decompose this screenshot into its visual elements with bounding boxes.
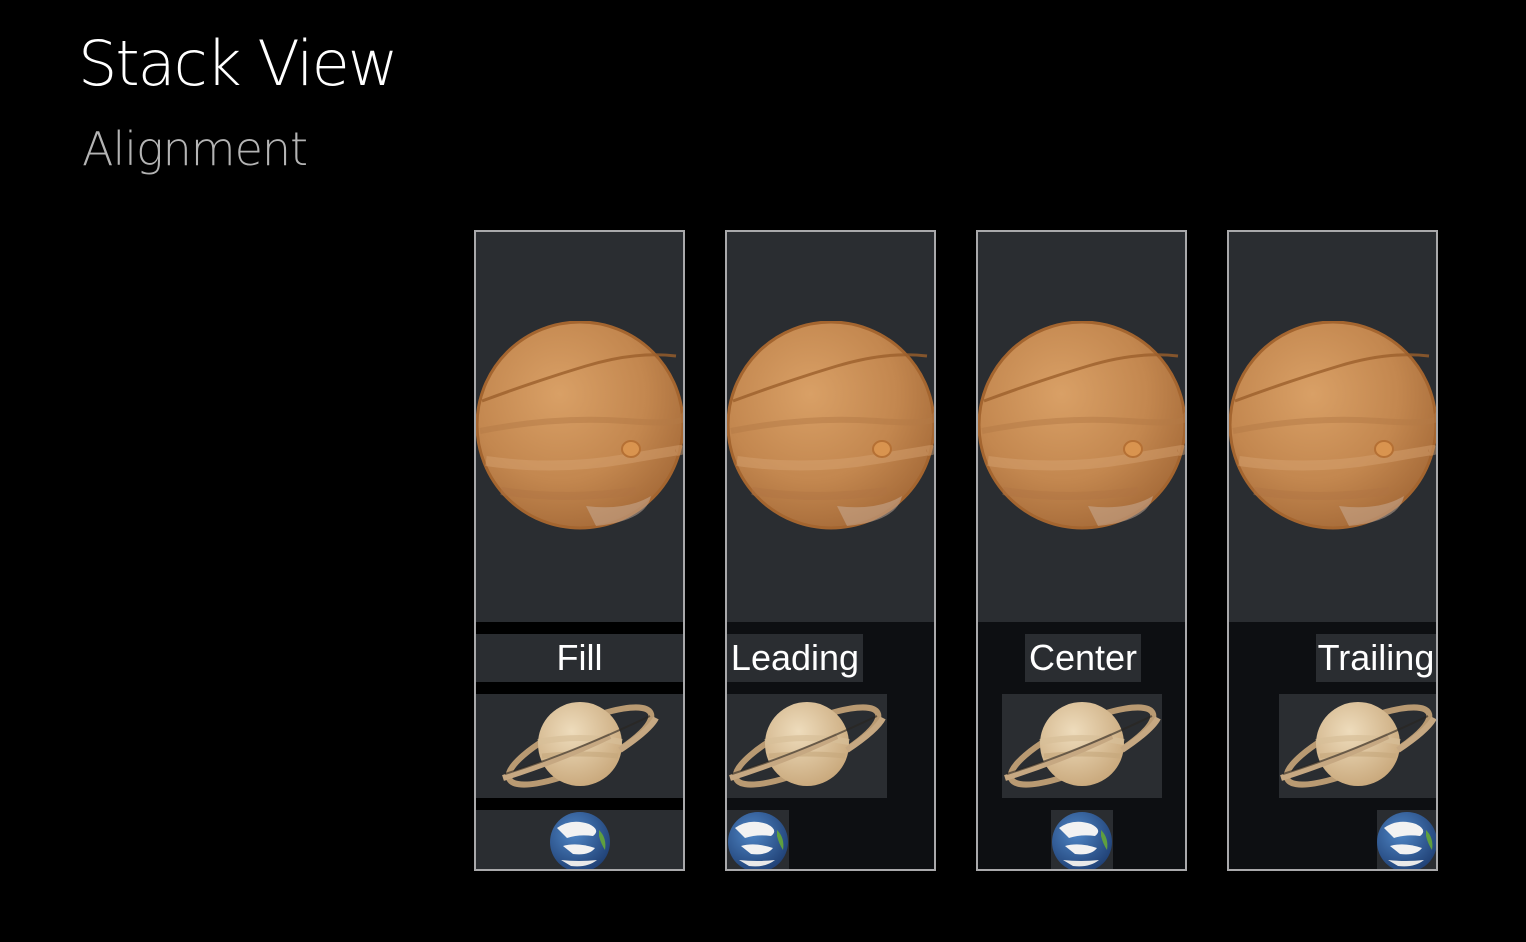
jupiter-icon <box>727 321 935 531</box>
jupiter-view <box>1229 232 1436 622</box>
jupiter-view <box>978 232 1185 622</box>
earth-icon <box>728 812 788 869</box>
earth-view <box>1376 810 1436 869</box>
jupiter-icon <box>1229 321 1437 531</box>
spacing-divider <box>476 798 683 810</box>
saturn-icon <box>1278 694 1438 794</box>
jupiter-icon <box>476 321 684 531</box>
earth-view <box>1051 810 1113 869</box>
stack-view-fill: Fill <box>474 230 685 871</box>
alignment-label: Center <box>1025 634 1141 682</box>
earth-icon <box>1376 812 1436 869</box>
saturn-view <box>476 694 683 798</box>
saturn-icon <box>727 694 887 794</box>
saturn-icon <box>1002 694 1162 794</box>
saturn-view <box>1002 694 1162 798</box>
earth-icon <box>1052 812 1112 869</box>
jupiter-icon <box>978 321 1186 531</box>
earth-view <box>727 810 789 869</box>
saturn-view <box>727 694 887 798</box>
page-subtitle: Alignment <box>82 122 308 176</box>
stack-view-trailing: Trailing <box>1227 230 1438 871</box>
page-title: Stack View <box>78 27 398 100</box>
saturn-view <box>1279 694 1436 798</box>
earth-view <box>476 810 683 869</box>
stack-view-center: Center <box>976 230 1187 871</box>
spacing-divider <box>476 622 683 634</box>
alignment-label: Fill <box>476 634 683 682</box>
jupiter-view <box>476 232 683 622</box>
jupiter-view <box>727 232 934 622</box>
stack-view-leading: Leading <box>725 230 936 871</box>
spacing-divider <box>476 682 683 694</box>
alignment-label: Leading <box>727 634 863 682</box>
earth-icon <box>549 812 610 869</box>
saturn-icon <box>500 694 660 794</box>
alignment-label: Trailing <box>1316 634 1436 682</box>
